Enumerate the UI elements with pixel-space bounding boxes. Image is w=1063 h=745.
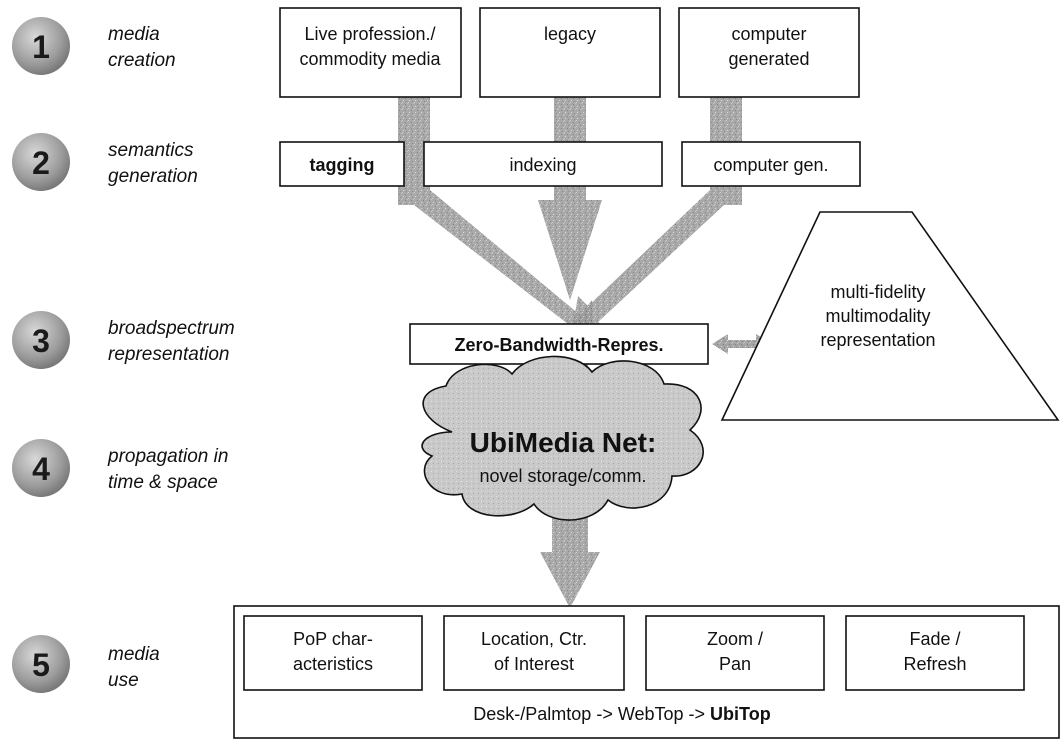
media-use-panel: PoP char- acteristics Location, Ctr. of … xyxy=(233,605,1060,739)
method-indexing: indexing xyxy=(423,141,663,187)
cloud-subtitle: novel storage/comm. xyxy=(479,466,646,486)
stage-3-label-line1: broadspectrum xyxy=(108,318,235,339)
svg-text:tagging: tagging xyxy=(310,155,375,175)
svg-text:commodity media: commodity media xyxy=(299,49,441,69)
creation-sources: Live profession./ commodity media legacy… xyxy=(279,7,860,98)
cloud-title: UbiMedia Net: xyxy=(470,427,657,458)
source-live-media: Live profession./ commodity media xyxy=(279,7,462,98)
svg-text:5: 5 xyxy=(32,647,50,683)
svg-text:Refresh: Refresh xyxy=(903,654,966,674)
stage-markers: 1 2 3 4 5 xyxy=(12,17,70,693)
stage-2-label-line2: generation xyxy=(108,166,198,187)
source-legacy: legacy xyxy=(479,7,661,98)
flow-arrow-right xyxy=(572,97,742,330)
stage-1-label-line1: media xyxy=(108,24,160,45)
svg-text:multimodality: multimodality xyxy=(825,306,930,326)
svg-text:Zoom /: Zoom / xyxy=(707,629,763,649)
svg-text:generated: generated xyxy=(728,49,809,69)
ubimedia-cloud: UbiMedia Net: novel storage/comm. xyxy=(421,355,704,521)
stage-5-label-line2: use xyxy=(108,670,139,691)
svg-text:3: 3 xyxy=(32,323,50,359)
svg-text:indexing: indexing xyxy=(509,155,576,175)
feature-location-interest: Location, Ctr. of Interest xyxy=(443,615,625,691)
platform-evolution-text: Desk-/Palmtop -> WebTop -> UbiTop xyxy=(473,704,770,724)
svg-text:2: 2 xyxy=(32,145,50,181)
svg-text:Pan: Pan xyxy=(719,654,751,674)
stage-5-label-line1: media xyxy=(108,644,160,665)
method-tagging: tagging xyxy=(279,141,405,187)
svg-text:representation: representation xyxy=(820,330,935,350)
svg-text:legacy: legacy xyxy=(544,24,596,44)
svg-text:Location, Ctr.: Location, Ctr. xyxy=(481,629,587,649)
stage-1-label-line2: creation xyxy=(108,50,176,71)
stage-4-marker: 4 xyxy=(12,439,70,497)
svg-text:PoP char-: PoP char- xyxy=(293,629,373,649)
feature-zoom-pan: Zoom / Pan xyxy=(645,615,825,691)
svg-text:multi-fidelity: multi-fidelity xyxy=(830,282,925,302)
stage-4-label-line2: time & space xyxy=(108,472,218,493)
flow-arrow-left xyxy=(398,97,592,330)
svg-text:computer: computer xyxy=(731,24,806,44)
stage-5-marker: 5 xyxy=(12,635,70,693)
multi-fidelity-trapezoid: multi-fidelity multimodality representat… xyxy=(720,211,1060,421)
svg-text:1: 1 xyxy=(32,29,50,65)
source-computer-generated: computer generated xyxy=(678,7,860,98)
stage-2-marker: 2 xyxy=(12,133,70,191)
svg-text:acteristics: acteristics xyxy=(293,654,373,674)
feature-pop-characteristics: PoP char- acteristics xyxy=(243,615,423,691)
svg-text:Live profession./: Live profession./ xyxy=(304,24,435,44)
method-computer-gen: computer gen. xyxy=(681,141,861,187)
svg-text:computer gen.: computer gen. xyxy=(713,155,828,175)
stage-2-label-line1: semantics xyxy=(108,140,194,161)
feature-fade-refresh: Fade / Refresh xyxy=(845,615,1025,691)
svg-text:4: 4 xyxy=(32,451,50,487)
stage-1-marker: 1 xyxy=(12,17,70,75)
flow-arrow-middle xyxy=(538,97,602,300)
svg-text:Zero-Bandwidth-Repres.: Zero-Bandwidth-Repres. xyxy=(454,335,663,355)
svg-text:Fade /: Fade / xyxy=(909,629,960,649)
stage-3-label-line2: representation xyxy=(108,344,229,365)
svg-text:of Interest: of Interest xyxy=(494,654,574,674)
stage-3-marker: 3 xyxy=(12,311,70,369)
stage-labels: media creation semantics generation broa… xyxy=(107,24,235,691)
stage-4-label-line1: propagation in xyxy=(107,446,228,467)
semantics-methods: tagging indexing computer gen. xyxy=(279,141,861,187)
